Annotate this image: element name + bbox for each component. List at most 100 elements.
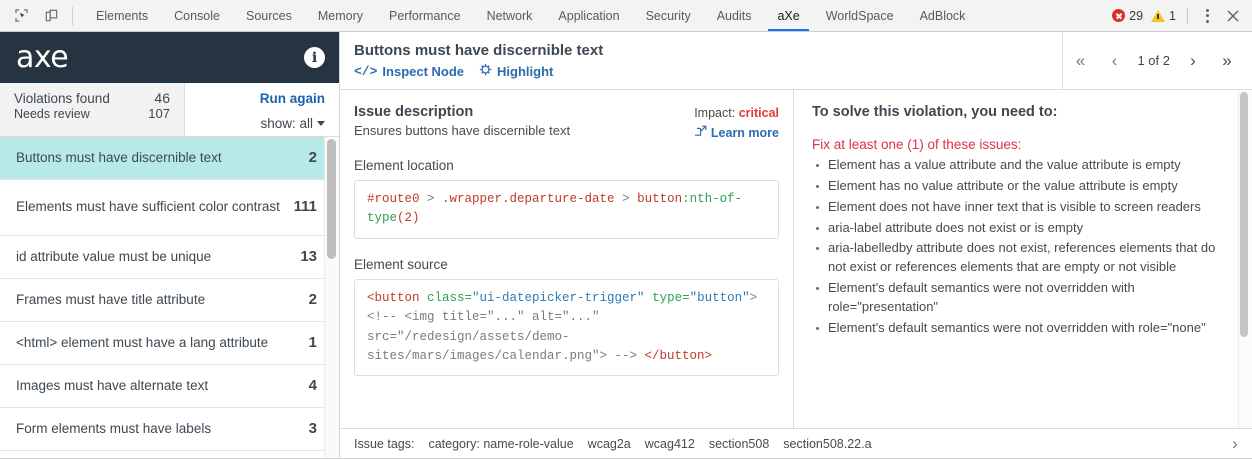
toolbar-icon-group	[0, 0, 83, 31]
tab-label: Application	[558, 8, 620, 23]
violations-scrollbar-thumb[interactable]	[327, 139, 336, 259]
tab-memory[interactable]: Memory	[305, 0, 376, 31]
toolbar-status-group: 29 1	[1109, 0, 1252, 31]
violation-name: Form elements must have labels	[16, 420, 212, 436]
rule-header-text: Buttons must have discernible text </> I…	[354, 42, 603, 79]
violation-row-frames-title[interactable]: Frames must have title attribute 2	[0, 279, 339, 322]
tab-axe[interactable]: aXe	[764, 0, 812, 31]
violation-name: Buttons must have discernible text	[16, 149, 222, 165]
issue-tag[interactable]: section508.22.a	[783, 436, 872, 451]
element-source-code[interactable]: <button class="ui-datepicker-trigger" ty…	[354, 278, 779, 377]
violation-row-form-labels[interactable]: Form elements must have labels 3	[0, 408, 339, 451]
device-toolbar-icon[interactable]	[38, 3, 64, 29]
pager-first-button[interactable]: «	[1075, 50, 1086, 70]
code-icon: </>	[354, 63, 378, 79]
element-location-code[interactable]: #route0 > .wrapper.departure-date > butt…	[354, 180, 779, 239]
violation-name: id attribute value must be unique	[16, 248, 212, 264]
tab-performance[interactable]: Performance	[376, 0, 474, 31]
violation-row-buttons-discernible-text[interactable]: Buttons must have discernible text 2	[0, 137, 339, 180]
tab-console[interactable]: Console	[161, 0, 233, 31]
needs-review-row: Needs review 107	[14, 106, 170, 121]
issue-tag[interactable]: wcag412	[644, 436, 695, 451]
page-title: Buttons must have discernible text	[354, 42, 604, 59]
selector-nth: :nth-of-type	[367, 192, 743, 226]
info-icon[interactable]: i	[304, 47, 325, 68]
issue-tag[interactable]: wcag2a	[587, 436, 631, 451]
highlight-button[interactable]: Highlight	[479, 63, 553, 79]
error-count-badge[interactable]: 29	[1109, 9, 1146, 23]
highlight-icon	[479, 63, 492, 79]
pager-next-button[interactable]: ›	[1190, 50, 1196, 70]
inspect-element-icon[interactable]	[8, 3, 34, 29]
run-again-button[interactable]: Run again	[259, 91, 325, 106]
more-options-icon[interactable]	[1196, 5, 1218, 27]
needs-review-count: 107	[148, 106, 170, 121]
toolbar-divider-right	[1187, 7, 1188, 24]
warning-count-badge[interactable]: 1	[1148, 9, 1179, 23]
pager-prev-button[interactable]: ‹	[1111, 50, 1118, 70]
inspect-node-button[interactable]: </> Inspect Node	[354, 64, 464, 79]
tab-audits[interactable]: Audits	[704, 0, 765, 31]
source-attr-type: type=	[652, 290, 690, 305]
fix-at-least-one-heading: Fix at least one (1) of these issues:	[812, 137, 1022, 152]
solution-items-list: Element has a value attribute and the va…	[812, 156, 1236, 338]
axe-sidebar: axe i Violations found 46 Needs review 1…	[0, 32, 340, 458]
axe-brand-header: axe i	[0, 32, 339, 83]
tab-network[interactable]: Network	[474, 0, 546, 31]
show-filter-dropdown[interactable]: show: all	[185, 116, 325, 131]
tags-next-icon[interactable]: ›	[1232, 433, 1238, 453]
selector-sep2: >	[614, 192, 638, 206]
violation-count: 111	[293, 198, 317, 216]
detail-panels: Issue description Ensures buttons have d…	[340, 90, 1252, 428]
learn-more-link[interactable]: Learn more	[693, 125, 779, 140]
list-item: aria-labelledby attribute does not exist…	[812, 239, 1236, 277]
tab-label: AdBlock	[919, 8, 966, 23]
axe-logo: axe	[16, 39, 69, 75]
axe-panel-body: axe i Violations found 46 Needs review 1…	[0, 32, 1252, 458]
list-item: Element has a value attribute and the va…	[812, 156, 1236, 175]
impact-label: Impact:	[694, 106, 736, 120]
issue-tags-label: Issue tags:	[354, 436, 415, 451]
inspect-node-label: Inspect Node	[382, 63, 465, 79]
solution-scrollbar-thumb[interactable]	[1240, 92, 1248, 337]
close-icon[interactable]	[1220, 3, 1246, 29]
element-location-label: Element location	[354, 158, 454, 173]
tab-adblock[interactable]: AdBlock	[907, 0, 979, 31]
source-tag-close: </button>	[644, 348, 713, 363]
tab-label: Network	[486, 8, 533, 23]
selector-sep1: >	[419, 192, 443, 206]
tab-elements[interactable]: Elements	[83, 0, 161, 31]
summary-counts: Violations found 46 Needs review 107	[0, 83, 185, 136]
learn-more-label: Learn more	[710, 125, 779, 140]
tab-label: Memory	[317, 8, 363, 23]
violation-count: 3	[308, 419, 317, 437]
tab-security[interactable]: Security	[633, 0, 704, 31]
violation-name: Frames must have title attribute	[16, 291, 206, 307]
violations-found-label: Violations found	[14, 91, 110, 106]
issue-tag[interactable]: section508	[708, 436, 770, 451]
violations-found-row: Violations found 46	[14, 90, 170, 106]
tab-label: WorldSpace	[825, 8, 894, 23]
selector-route: #route0	[367, 192, 420, 206]
list-item: aria-label attribute does not exist or i…	[812, 219, 1236, 238]
tab-worldspace[interactable]: WorldSpace	[813, 0, 907, 31]
show-filter-label: show: all	[260, 116, 313, 131]
violation-count: 13	[300, 247, 317, 265]
list-item: Element has no value attribute or the va…	[812, 177, 1236, 196]
tab-sources[interactable]: Sources	[233, 0, 305, 31]
violation-name: Images must have alternate text	[16, 377, 209, 393]
violation-row-html-lang[interactable]: <html> element must have a lang attribut…	[0, 322, 339, 365]
issue-pager: « ‹ 1 of 2 › »	[1062, 32, 1252, 89]
warning-icon	[1151, 9, 1166, 22]
tab-label: Sources	[245, 8, 292, 23]
pager-last-button[interactable]: »	[1222, 50, 1232, 70]
issue-tag[interactable]: category: name-role-value	[428, 436, 574, 451]
list-item: Element's default semantics were not ove…	[812, 279, 1236, 317]
violation-row-color-contrast[interactable]: Elements must have sufficient color cont…	[0, 180, 339, 236]
source-tag-open: <button	[367, 290, 420, 305]
issue-tags-group: category: name-role-value wcag2a wcag412…	[428, 437, 1208, 451]
tab-application[interactable]: Application	[545, 0, 632, 31]
violation-row-image-alt[interactable]: Images must have alternate text 4	[0, 365, 339, 408]
violation-row-id-unique[interactable]: id attribute value must be unique 13	[0, 236, 339, 279]
